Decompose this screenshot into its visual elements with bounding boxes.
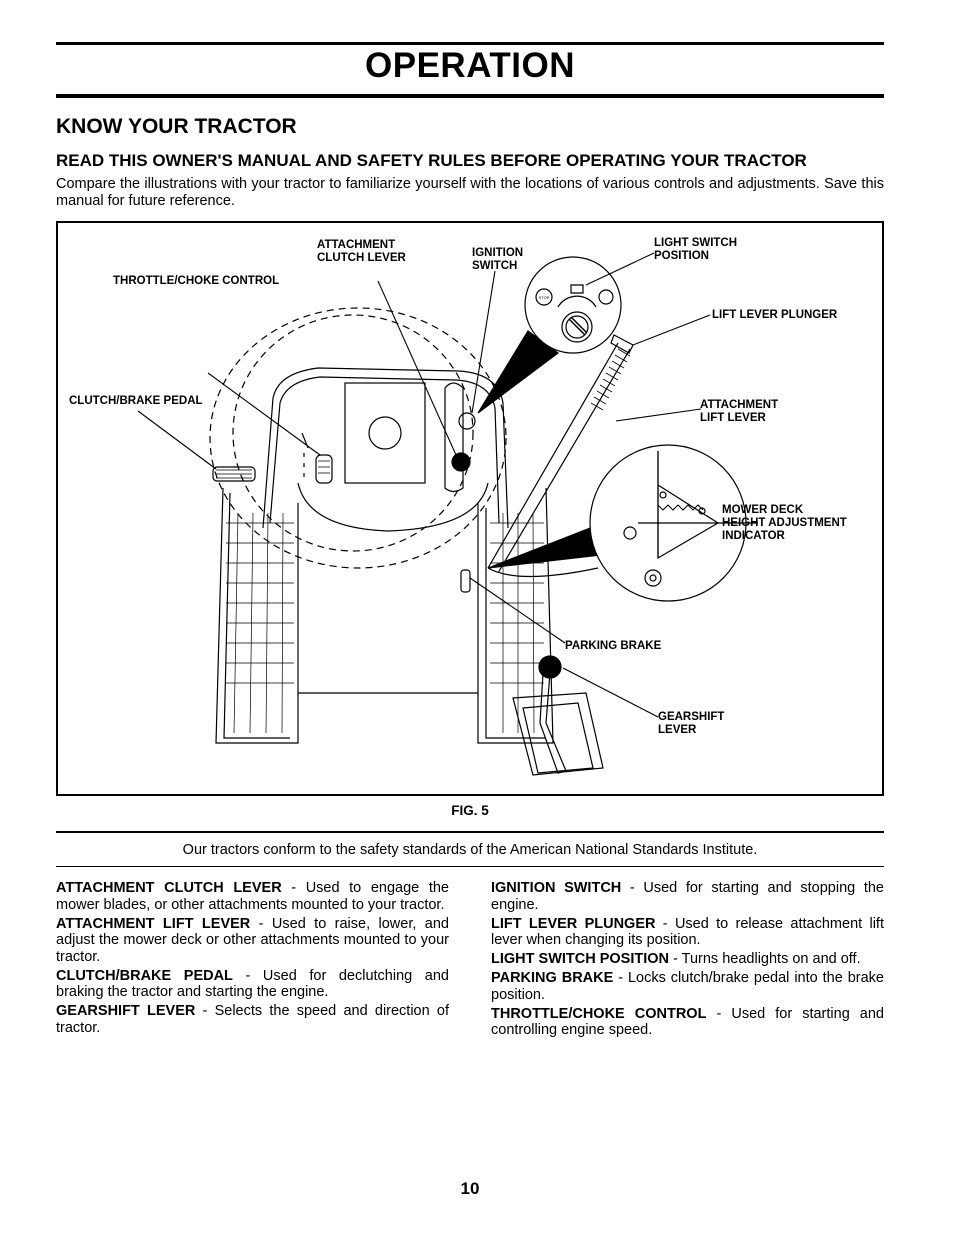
desc-text: - Used to engage the mower blades, or ot… [56, 880, 449, 913]
desc-ignition-switch: IGNITION SWITCH - Used for starting and … [491, 880, 884, 913]
descriptions-right: IGNITION SWITCH - Used for starting and … [491, 880, 884, 1041]
ansi-bottom-rule [56, 866, 884, 867]
ansi-note: Our tractors conform to the safety stand… [182, 842, 758, 858]
desc-text: - Used to raise, lower, and adjust the m… [56, 915, 449, 965]
desc-term: GEARSHIFT LEVER [56, 1003, 196, 1019]
label-lift-lever-plunger: LIFT LEVER PLUNGER [712, 309, 838, 321]
desc-text: - Locks clutch/brake pedal into the brak… [491, 970, 884, 1003]
desc-clutch-brake-pedal: CLUTCH/BRAKE PEDAL - Used for declutchin… [56, 968, 449, 1001]
label-mower-deck-indicator: MOWER DECK HEIGHT ADJUSTMENT INDICATOR [722, 504, 847, 542]
desc-gearshift-lever: GEARSHIFT LEVER - Selects the speed and … [56, 1003, 449, 1036]
desc-term: CLUTCH/BRAKE PEDAL [56, 967, 233, 984]
desc-text: - Used for declutching and braking the t… [56, 967, 450, 1001]
label-throttle-choke-control: THROTTLE/CHOKE CONTROL [113, 275, 280, 287]
desc-term: PARKING BRAKE [491, 970, 614, 986]
label-light-switch-position: LIGHT SWITCH POSITION [654, 237, 738, 262]
label-attachment-clutch-lever: ATTACHMENT CLUTCH LEVER [317, 239, 406, 264]
page-title: OPERATION [365, 46, 575, 85]
label-clutch-brake-pedal: CLUTCH/BRAKE PEDAL [69, 395, 203, 407]
label-parking-brake: PARKING BRAKE [565, 640, 662, 652]
desc-attachment-lift-lever: ATTACHMENT LIFT LEVER - Used to raise, l… [56, 916, 449, 966]
descriptions-left: ATTACHMENT CLUTCH LEVER - Used to engage… [56, 880, 449, 1039]
desc-text: - Turns headlights on and off. [669, 951, 861, 967]
desc-text: - Used for starting and controlling engi… [491, 1005, 884, 1039]
desc-term: THROTTLE/CHOKE CONTROL [491, 1005, 707, 1022]
desc-light-switch-position: LIGHT SWITCH POSITION - Turns headlights… [491, 951, 884, 968]
desc-term: LIFT LEVER PLUNGER [491, 915, 656, 932]
page-number: 10 [460, 1179, 480, 1198]
desc-throttle-choke-control: THROTTLE/CHOKE CONTROL - Used for starti… [491, 1006, 884, 1039]
label-ignition-switch: IGNITION SWITCH [472, 247, 524, 272]
tractor-controls-illustration: STOP [137, 252, 758, 776]
ansi-top-rule [56, 831, 884, 833]
desc-term: ATTACHMENT CLUTCH LEVER [56, 880, 282, 896]
desc-lift-lever-plunger: LIFT LEVER PLUNGER - Used to release att… [491, 916, 884, 949]
headlight-icon [570, 284, 584, 294]
desc-parking-brake: PARKING BRAKE - Locks clutch/brake pedal… [491, 970, 884, 1003]
section-heading: KNOW YOUR TRACTOR [56, 115, 297, 138]
title-rule [56, 94, 884, 98]
intro-paragraph: Compare the illustrations with your trac… [56, 176, 884, 209]
desc-attachment-clutch-lever: ATTACHMENT CLUTCH LEVER - Used to engage… [56, 880, 449, 913]
figure-5: STOP [56, 221, 884, 796]
label-gearshift-lever: GEARSHIFT LEVER [658, 711, 725, 736]
desc-text: - Selects the speed and direction of tra… [56, 1003, 449, 1036]
desc-term: ATTACHMENT LIFT LEVER [56, 915, 251, 932]
desc-text: - Used for starting and stopping the eng… [491, 880, 884, 913]
figure-caption: FIG. 5 [451, 803, 489, 818]
label-attachment-lift-lever: ATTACHMENT LIFT LEVER [700, 399, 779, 424]
desc-term: LIGHT SWITCH POSITION [491, 951, 670, 967]
top-rule [56, 42, 884, 45]
stop-mark: STOP [539, 295, 550, 300]
desc-text: - Used to release attachment lift lever … [491, 915, 884, 949]
section-subheading: READ THIS OWNER'S MANUAL AND SAFETY RULE… [56, 151, 807, 170]
desc-term: IGNITION SWITCH [491, 880, 622, 896]
